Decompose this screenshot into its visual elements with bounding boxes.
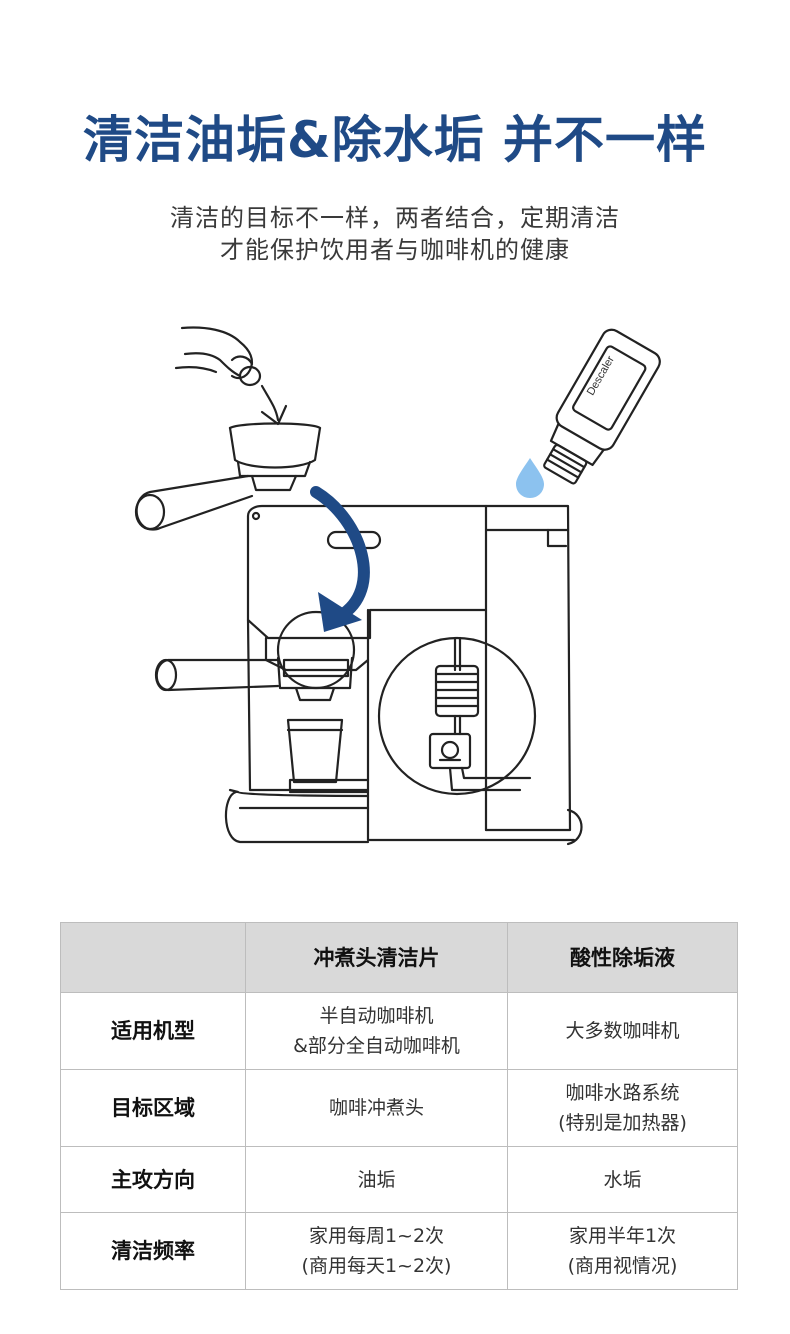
row-label-target-area: 目标区域 [60,1069,246,1147]
comparison-table: 冲煮头清洁片 酸性除垢液 适用机型 半自动咖啡机 &部分全自动咖啡机 大多数咖啡… [60,922,738,1290]
header-descaler-liquid: 酸性除垢液 [507,922,738,993]
subtitle-line-2: 才能保护饮用者与咖啡机的健康 [220,236,570,264]
cell-frequency-liquid: 家用半年1次 (商用视情况) [507,1212,738,1290]
page-title: 清洁油垢&除水垢 并不一样 [82,111,707,169]
subtitle: 清洁的目标不一样，两者结合，定期清洁 才能保护饮用者与咖啡机的健康 [0,202,790,266]
cell-main-focus-tablet: 油垢 [245,1146,508,1213]
cell-machine-type-tablet: 半自动咖啡机 &部分全自动咖啡机 [245,992,508,1070]
table-row: 适用机型 半自动咖啡机 &部分全自动咖啡机 大多数咖啡机 [60,992,738,1070]
table-header-row: 冲煮头清洁片 酸性除垢液 [60,922,738,993]
subtitle-line-1: 清洁的目标不一样，两者结合，定期清洁 [170,204,620,232]
cell-frequency-tablet: 家用每周1~2次 (商用每天1~2次) [245,1212,508,1290]
portafilter-bottom [154,656,354,702]
hand-icon [174,326,262,387]
row-label-machine-type: 适用机型 [60,992,246,1070]
coffee-machine-illustration: Descaler [134,326,661,846]
table-row: 清洁频率 家用每周1~2次 (商用每天1~2次) 家用半年1次 (商用视情况) [60,1212,738,1290]
row-label-frequency: 清洁频率 [60,1212,246,1290]
table-row: 目标区域 咖啡冲煮头 咖啡水路系统 (特别是加热器) [60,1069,738,1147]
row-label-main-focus: 主攻方向 [60,1146,246,1213]
water-drop-icon [516,458,544,498]
descaler-bottle-icon [543,328,661,485]
cell-target-area-liquid: 咖啡水路系统 (特别是加热器) [507,1069,738,1147]
brewhead-zoom [276,610,356,690]
header-brewhead-tablet: 冲煮头清洁片 [245,922,508,993]
flow-arrow-icon [310,486,370,632]
cell-target-area-tablet: 咖啡冲煮头 [245,1069,508,1147]
header-blank [60,922,246,993]
pour-arrow-icon [260,384,280,422]
cup-icon [286,718,344,784]
table-row: 主攻方向 油垢 水垢 [60,1146,738,1213]
portafilter-top [134,422,322,531]
cell-main-focus-liquid: 水垢 [507,1146,738,1213]
cell-machine-type-liquid: 大多数咖啡机 [507,992,738,1070]
heater-zoom [377,636,537,796]
